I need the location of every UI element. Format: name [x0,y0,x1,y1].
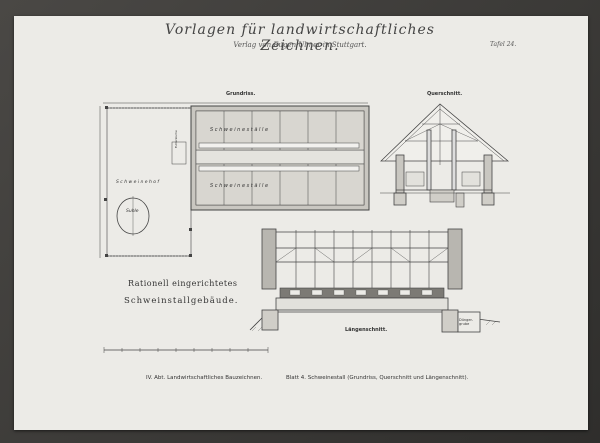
plate-number: Tafel 24. [490,41,517,48]
caption-line-1: Rationell eingerichtetes [128,279,238,288]
long-section [249,228,501,333]
drawing-sheet [14,16,588,430]
long-section-label: Längenschnitt. [345,327,388,333]
floor-plan [99,102,370,258]
floor-plan-label: Grundriss. [226,91,256,97]
stalls-bottom-label: S c h w e i n e s t ä l l e [210,183,269,189]
publisher-line: Verlag von Eugen Ulmer in Stuttgart. [233,41,367,49]
yard-label: S c h w e i n e h o f [116,180,159,185]
stalls-top-label: S c h w e i n e s t ä l l e [210,127,269,133]
footer-right: Blatt 4. Schweinestall (Grundriss, Quers… [286,375,469,381]
cross-section-label: Querschnitt. [427,91,463,97]
feed-room-label: Futterküche [174,130,178,148]
cross-section [380,103,510,208]
scale-bar [103,347,269,353]
caption-line-2: Schweinstallgebäude. [124,296,239,306]
wallow-label: Suhle [126,209,139,214]
sheet-title: Vorlagen für landwirtschaftliches Zeichn… [165,22,435,54]
manure-pit-label: Dünger-grube [459,318,473,326]
footer-left: IV. Abt. Landwirtschaftliches Bauzeichne… [146,375,263,381]
